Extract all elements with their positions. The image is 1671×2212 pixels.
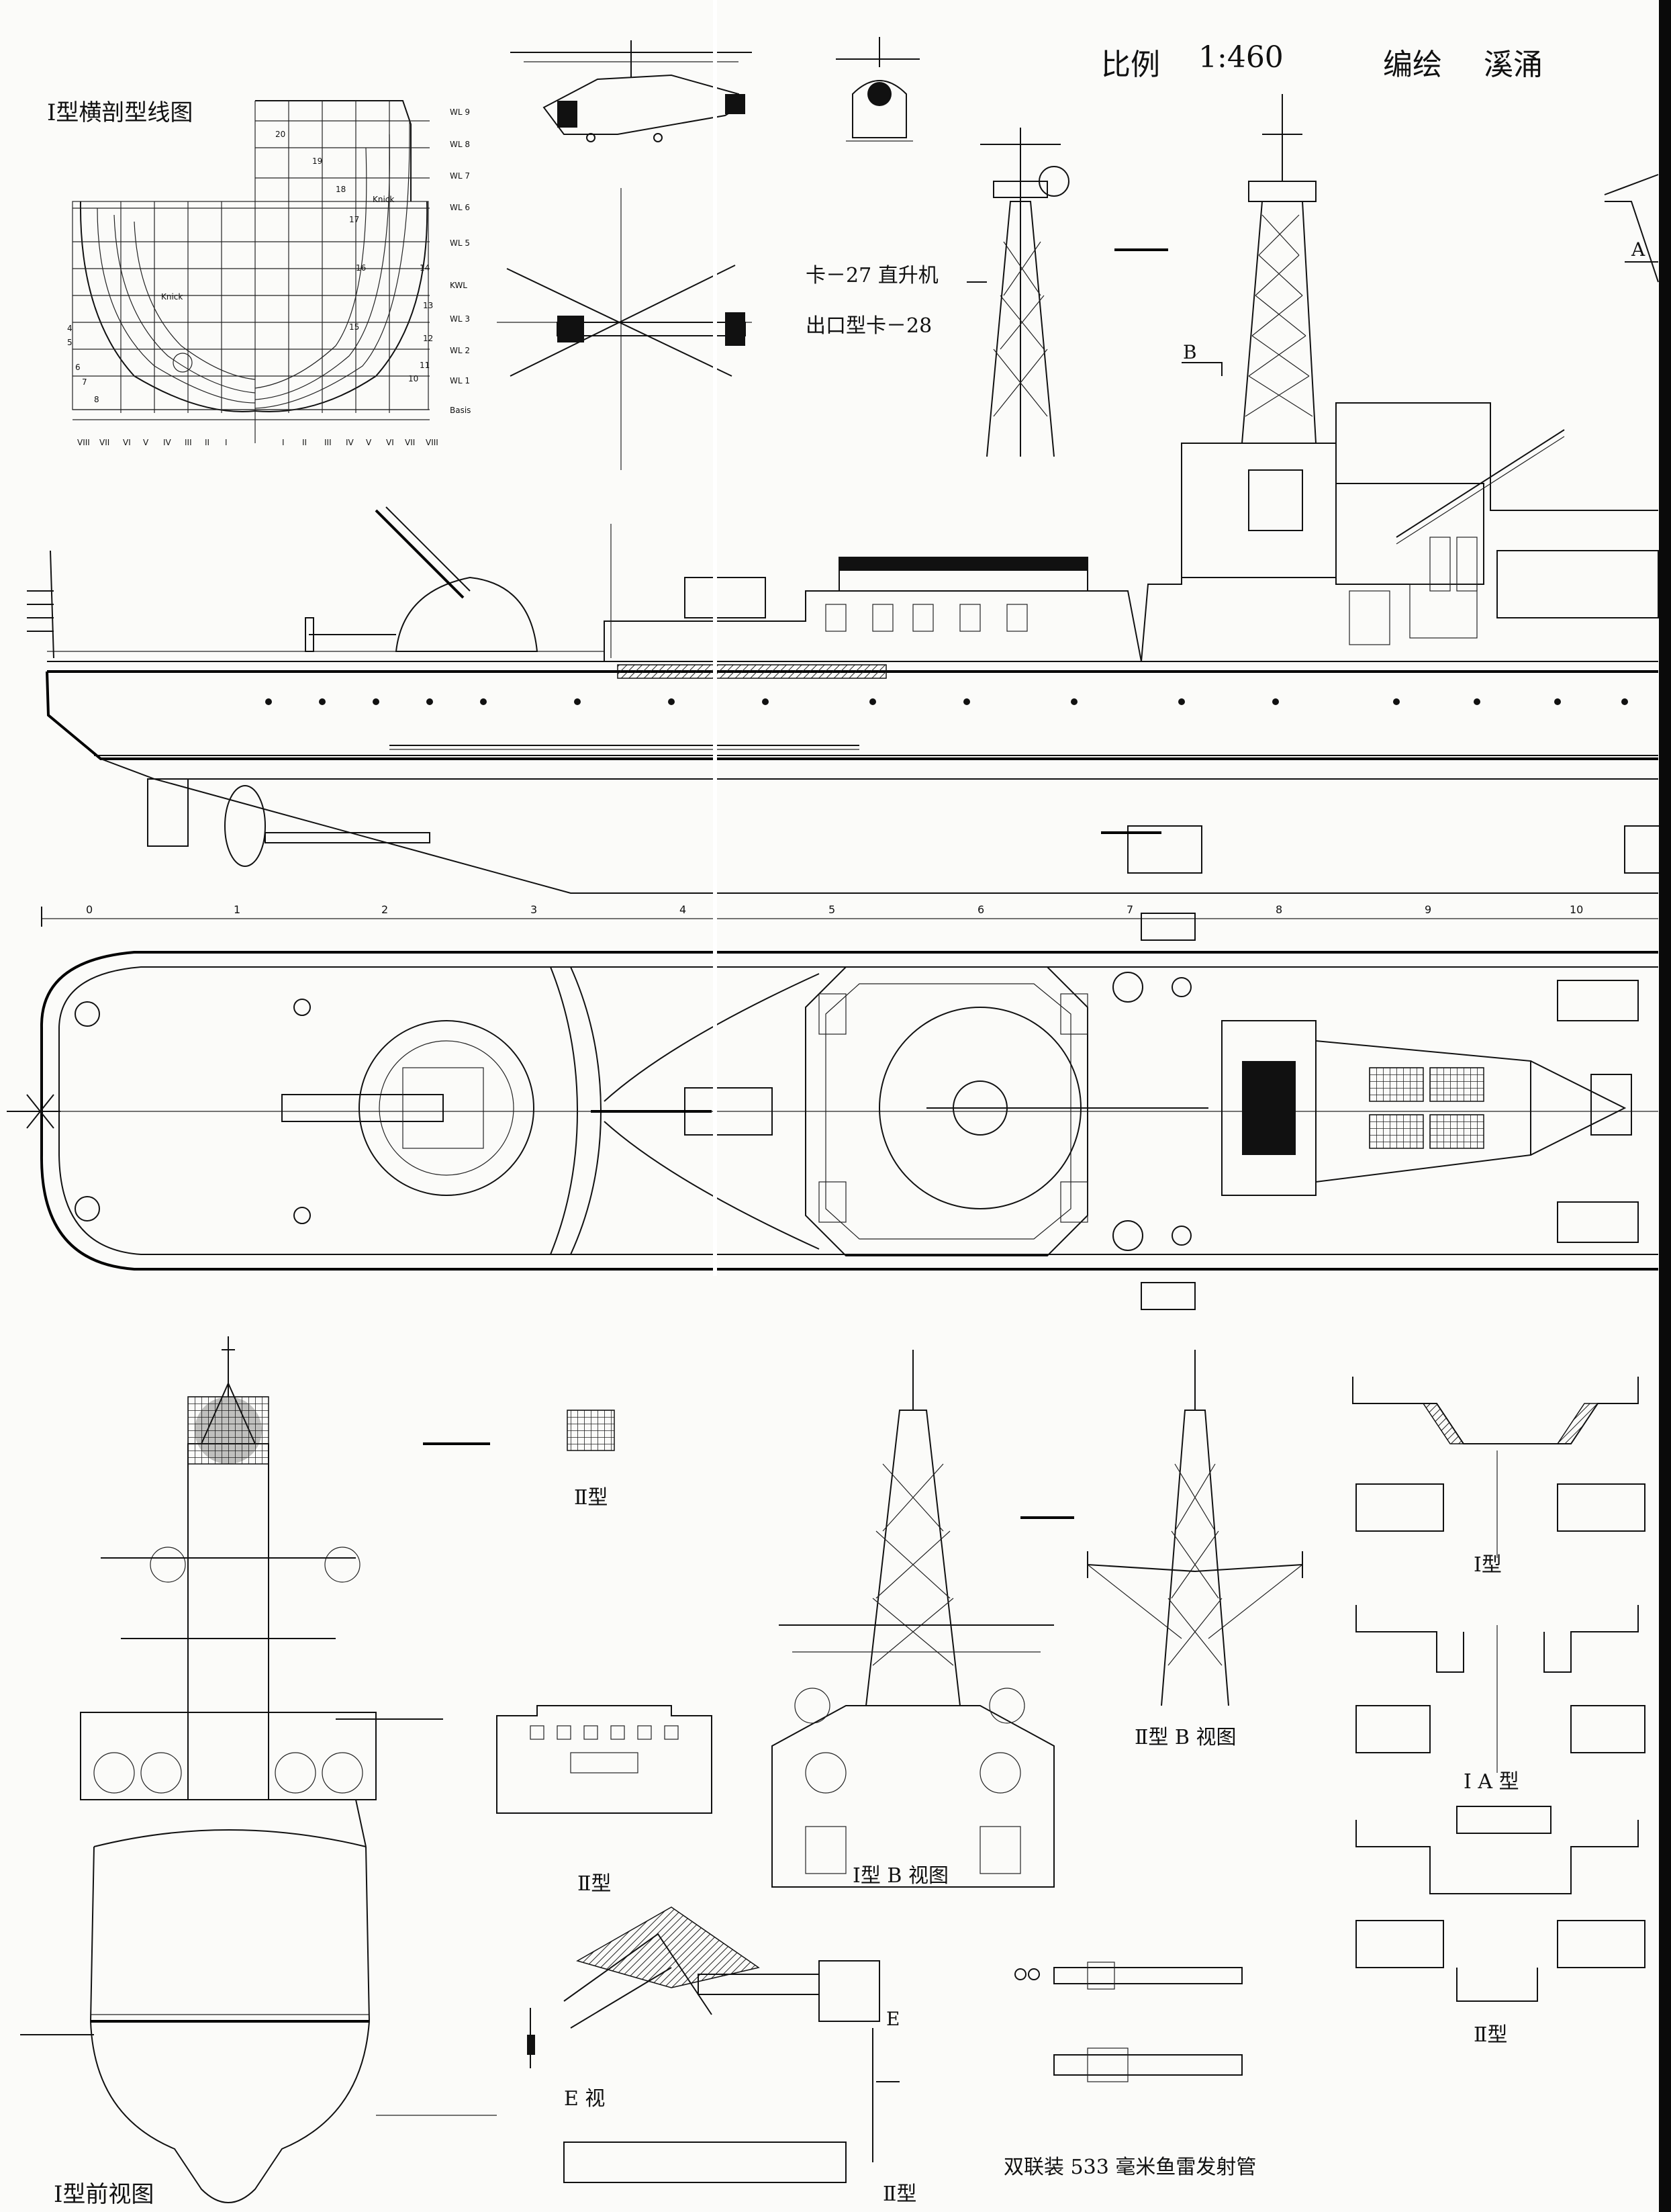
station-number: 19 (312, 156, 323, 166)
buttock-label: VIII (426, 438, 438, 447)
section-number: 5 (67, 338, 73, 347)
buttock-label: II (302, 438, 307, 447)
station-number: 15 (349, 322, 360, 332)
caption-type2-radar: Ⅱ型 (574, 1486, 608, 1510)
buttock-label: VII (405, 438, 416, 447)
body-plan-title: Ⅰ型横剖型线图 (47, 99, 193, 126)
station-number: 13 (423, 301, 434, 310)
section-number: 7 (82, 377, 87, 387)
section-mark-b: B (1183, 341, 1197, 363)
body-plan-drawing (72, 100, 430, 443)
frame-station: 8 (1276, 903, 1283, 916)
section-number: 6 (75, 363, 81, 372)
waterline-label: WL 7 (450, 171, 470, 181)
author-label: 编绘 (1383, 48, 1442, 82)
caption-type1: Ⅰ型 (1474, 1553, 1502, 1577)
station-number: 20 (275, 130, 286, 139)
caption-type1a: Ⅰ A 型 (1464, 1770, 1519, 1794)
frame-station: 3 (530, 903, 538, 916)
frame-station: 2 (381, 903, 389, 916)
type1-b-view-drawing (771, 1350, 1074, 1888)
frame-station: 10 (1570, 903, 1584, 916)
side-elevation-drawing (27, 94, 1666, 894)
station-number: 18 (336, 185, 346, 194)
knick-label: Knick (161, 292, 183, 302)
frame-station: 7 (1127, 903, 1134, 916)
station-number: 16 (356, 263, 367, 273)
helicopter-caption-line1: 卡－27 直升机 (806, 264, 939, 287)
buttock-label: VII (99, 438, 110, 447)
e-view-drawing (527, 1906, 900, 2183)
waterline-label: WL 6 (450, 203, 470, 212)
buttock-label: V (366, 438, 372, 447)
waterline-label: WL 5 (450, 238, 470, 248)
buttock-label: IV (346, 438, 354, 447)
type2-bridge-drawing (496, 1705, 712, 1814)
scale-value: 1:460 (1198, 40, 1284, 75)
section-mark-e: E (886, 2008, 900, 2030)
torpedo-tube-drawing (1014, 1962, 1243, 2082)
caption-front-view: Ⅰ型前视图 (54, 2181, 154, 2208)
waterline-label: KWL (450, 281, 467, 290)
buttock-label: III (185, 438, 192, 447)
station-number: 10 (408, 374, 419, 383)
buttock-label: I (282, 438, 285, 447)
right-edge-border (1659, 0, 1671, 2212)
station-number: 17 (349, 215, 360, 224)
buttock-label: VI (123, 438, 131, 447)
caption-type2-right: Ⅱ型 (1474, 2023, 1508, 2047)
station-number: 14 (420, 263, 430, 273)
waterline-label: WL 3 (450, 314, 470, 324)
frame-scale (41, 907, 1658, 927)
buttock-label: VIII (77, 438, 90, 447)
author-name: 溪涌 (1484, 48, 1543, 82)
buttock-label: VI (386, 438, 394, 447)
right-column-drawings (1352, 1377, 1645, 2002)
caption-type2-bridge: Ⅱ型 (577, 1872, 612, 1896)
knick-label: Knick (373, 195, 395, 204)
buttock-label: III (324, 438, 332, 447)
scale-label: 比例 (1101, 48, 1160, 82)
frame-station: 1 (234, 903, 241, 916)
station-number: 11 (420, 361, 430, 370)
buttock-label: IV (163, 438, 171, 447)
front-view-drawing (20, 1336, 497, 2203)
frame-station: 6 (977, 903, 985, 916)
section-number: 4 (67, 324, 73, 333)
section-mark-a: A (1631, 238, 1645, 261)
caption-type2-bottom: Ⅱ型 (883, 2182, 917, 2206)
plan-view-drawing (7, 0, 1658, 1310)
helicopter-drawing (497, 37, 920, 470)
waterline-label: WL 2 (450, 346, 470, 355)
section-number: 8 (94, 395, 99, 404)
type2-radar-icon (567, 1410, 615, 1451)
helicopter-caption-line2: 出口型卡－28 (806, 314, 933, 338)
caption-type1-b-view: Ⅰ型 B 视图 (853, 1864, 949, 1888)
caption-torpedo-tubes: 双联装 533 毫米鱼雷发射管 (1004, 2156, 1257, 2179)
frame-station: 5 (828, 903, 836, 916)
waterline-label: WL 8 (450, 140, 470, 149)
frame-station: 9 (1425, 903, 1432, 916)
type2-b-view-drawing (1087, 1350, 1303, 1706)
frame-station: 0 (86, 903, 93, 916)
buttock-label: II (205, 438, 210, 447)
caption-type2-b-view: Ⅱ型 B 视图 (1135, 1726, 1237, 1749)
station-number: 12 (423, 334, 434, 343)
waterline-label: WL 9 (450, 107, 470, 117)
caption-e-view: E 视 (564, 2087, 606, 2111)
waterline-label: WL 1 (450, 376, 470, 385)
waterline-label: Basis (450, 406, 471, 415)
buttock-label: I (225, 438, 228, 447)
mast-drawing (967, 128, 1069, 457)
buttock-label: V (143, 438, 149, 447)
frame-station: 4 (679, 903, 687, 916)
